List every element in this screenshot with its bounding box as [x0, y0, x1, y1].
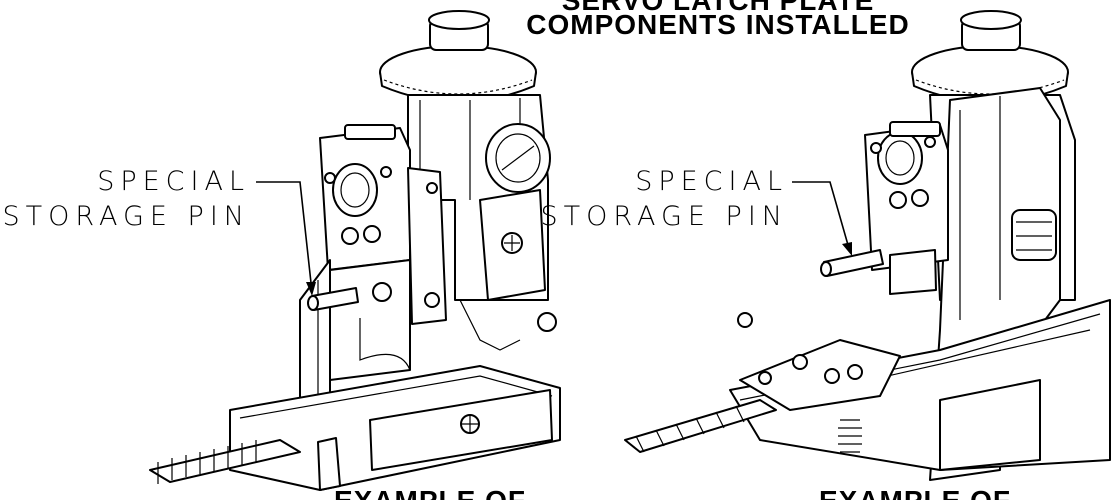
right-callout: SPECIAL STORAGE PIN — [540, 166, 852, 256]
right-storage-pin — [823, 249, 884, 277]
left-leader-line — [256, 181, 313, 293]
right-machine-drawing — [624, 10, 1111, 481]
header-title: SERVO LATCH PLATE COMPONENTS INSTALLED — [526, 0, 909, 40]
left-machine-drawing — [149, 10, 561, 491]
right-leader-line — [792, 181, 851, 253]
right-lens — [877, 131, 923, 185]
right-callout-line-1: SPECIAL — [635, 166, 788, 197]
left-callout-line-1: SPECIAL — [97, 166, 250, 197]
right-callout-line-2: STORAGE PIN — [540, 201, 788, 232]
left-footer-label: EXAMPLE OF — [334, 485, 526, 500]
left-callout-line-2: STORAGE PIN — [2, 201, 250, 232]
title-line-1: SERVO LATCH PLATE — [562, 0, 875, 16]
left-feed-strip — [149, 439, 301, 483]
left-callout: SPECIAL STORAGE PIN — [2, 166, 316, 296]
footer-labels: EXAMPLE OF EXAMPLE OF — [334, 485, 1011, 500]
right-grip — [1011, 209, 1057, 261]
right-spring — [838, 419, 862, 453]
left-lens — [332, 163, 378, 217]
right-footer-label: EXAMPLE OF — [819, 485, 1011, 500]
title-line-2: COMPONENTS INSTALLED — [526, 9, 909, 40]
